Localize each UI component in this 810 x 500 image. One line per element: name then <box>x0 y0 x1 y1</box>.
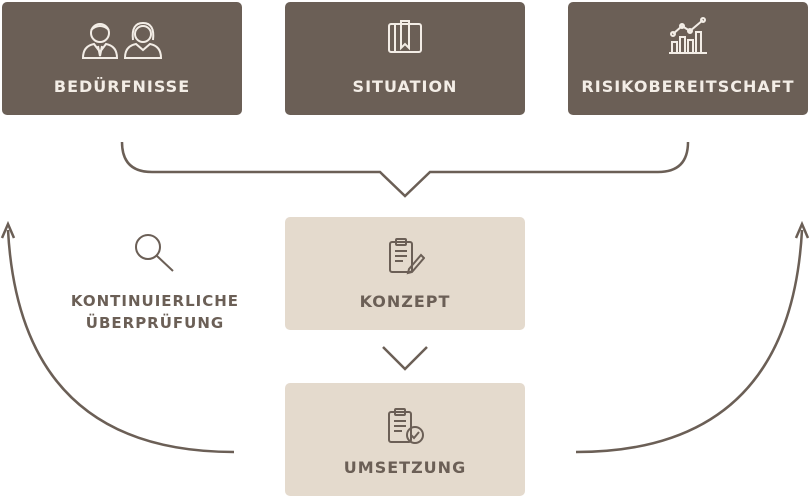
continuous-review-label: KONTINUIERLICHE ÜBERPRÜFUNG <box>50 290 260 334</box>
concept-box: KONZEPT <box>285 217 525 330</box>
continuous-review-line1: KONTINUIERLICHE <box>70 292 240 310</box>
situation-label: SITUATION <box>352 77 458 96</box>
needs-label: BEDÜRFNISSE <box>53 77 191 96</box>
left-loop-arrow <box>6 229 235 454</box>
continuous-review-line2: ÜBERPRÜFUNG <box>85 314 225 332</box>
risk-appetite-box: RISIKOBEREITSCHAFT <box>568 2 808 115</box>
needs-box: BEDÜRFNISSE <box>2 2 242 115</box>
right-arrowhead <box>794 220 810 239</box>
implementation-box: UMSETZUNG <box>285 383 525 496</box>
folder-icon <box>388 20 422 53</box>
brace-connector <box>120 141 690 198</box>
left-arrowhead <box>0 220 16 239</box>
chevron-down-icon <box>382 346 428 371</box>
people-icon <box>81 21 163 59</box>
clipboard-pencil-icon <box>389 238 425 275</box>
clipboard-check-icon <box>388 408 424 444</box>
growth-chart-icon <box>669 17 707 54</box>
magnifier-icon <box>135 234 174 272</box>
risk-appetite-label: RISIKOBEREITSCHAFT <box>581 77 795 96</box>
situation-box: SITUATION <box>285 2 525 115</box>
concept-label: KONZEPT <box>359 292 451 311</box>
implementation-label: UMSETZUNG <box>343 458 467 477</box>
right-loop-arrow <box>575 229 804 454</box>
